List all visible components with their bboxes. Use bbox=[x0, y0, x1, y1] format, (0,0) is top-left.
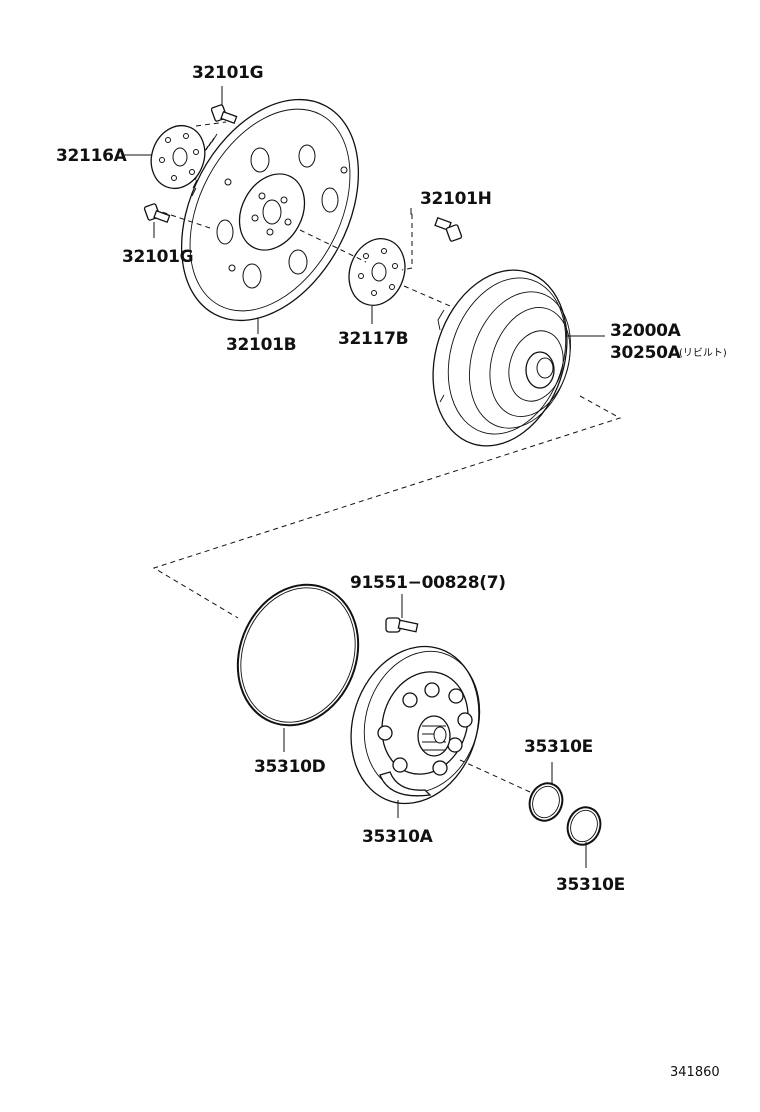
spacer-plate-32116A bbox=[150, 124, 206, 190]
label-32117B: 32117B bbox=[338, 329, 408, 349]
label-32101G-top: 32101G bbox=[192, 63, 263, 83]
assembly-lines bbox=[152, 121, 622, 793]
seal-ring-35310E-top bbox=[528, 782, 564, 822]
bolt-32101G-bottom bbox=[143, 203, 171, 223]
label-91551-00828: 91551−00828(7) bbox=[350, 573, 506, 593]
bolt-32101H bbox=[434, 217, 463, 242]
seal-ring-35310E-bottom bbox=[566, 806, 602, 846]
drive-plate-32101B bbox=[180, 98, 360, 322]
label-30250A-note: (リビルト) bbox=[679, 347, 727, 359]
label-35310E-bottom: 35310E bbox=[556, 875, 625, 895]
label-32000A: 32000A bbox=[610, 321, 682, 341]
oil-pump-35310A bbox=[350, 645, 481, 805]
label-32101H: 32101H bbox=[420, 189, 492, 209]
plate-32117B bbox=[348, 238, 406, 306]
label-32101G-bottom: 32101G bbox=[122, 247, 193, 267]
label-35310E-top: 35310E bbox=[524, 737, 593, 757]
label-35310D: 35310D bbox=[254, 757, 326, 777]
torque-converter-32000A bbox=[432, 269, 571, 447]
label-35310A: 35310A bbox=[362, 827, 434, 847]
oring-35310D bbox=[236, 583, 360, 727]
label-30250A: 30250A bbox=[610, 343, 682, 363]
label-32101B: 32101B bbox=[226, 335, 296, 355]
label-32116A: 32116A bbox=[56, 146, 128, 166]
leader-lines bbox=[124, 86, 605, 868]
bolt-91551-00828 bbox=[385, 617, 419, 633]
bolt-32101G-top bbox=[210, 104, 238, 124]
diagram-id: 341860 bbox=[670, 1065, 720, 1080]
